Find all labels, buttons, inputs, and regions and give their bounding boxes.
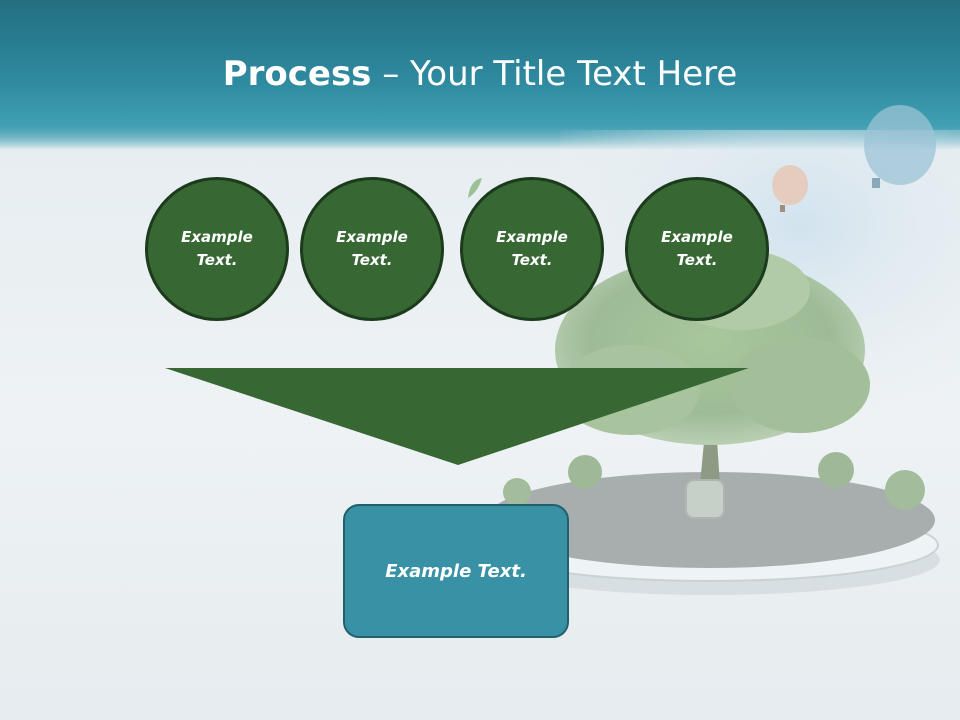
shrub-icon xyxy=(503,478,531,506)
step-line-2: Text. xyxy=(676,251,718,269)
hot-air-balloon-icon xyxy=(864,105,936,188)
step-line-2: Text. xyxy=(351,251,393,269)
step-line-1: Example xyxy=(661,228,733,246)
slide-title: Process – Your Title Text Here xyxy=(0,50,960,98)
step-line-2: Text. xyxy=(511,251,553,269)
leaf-icon xyxy=(468,178,482,198)
result-label: Example Text. xyxy=(385,560,527,582)
shrub-icon xyxy=(568,455,602,489)
step-line-1: Example xyxy=(336,228,408,246)
funnel-arrow xyxy=(165,368,749,465)
hot-air-balloon-icon xyxy=(772,165,808,212)
shrub-icon xyxy=(818,452,854,488)
title-strong: Process xyxy=(222,54,372,94)
title-bar xyxy=(0,0,960,150)
result-box[interactable]: Example Text. xyxy=(343,504,569,638)
title-rest: – Your Title Text Here xyxy=(371,54,738,94)
step-line-1: Example xyxy=(181,228,253,246)
shrub-icon xyxy=(885,470,925,510)
step-line-1: Example xyxy=(496,228,568,246)
lightbulb-icon xyxy=(685,479,725,519)
step-line-2: Text. xyxy=(196,251,238,269)
